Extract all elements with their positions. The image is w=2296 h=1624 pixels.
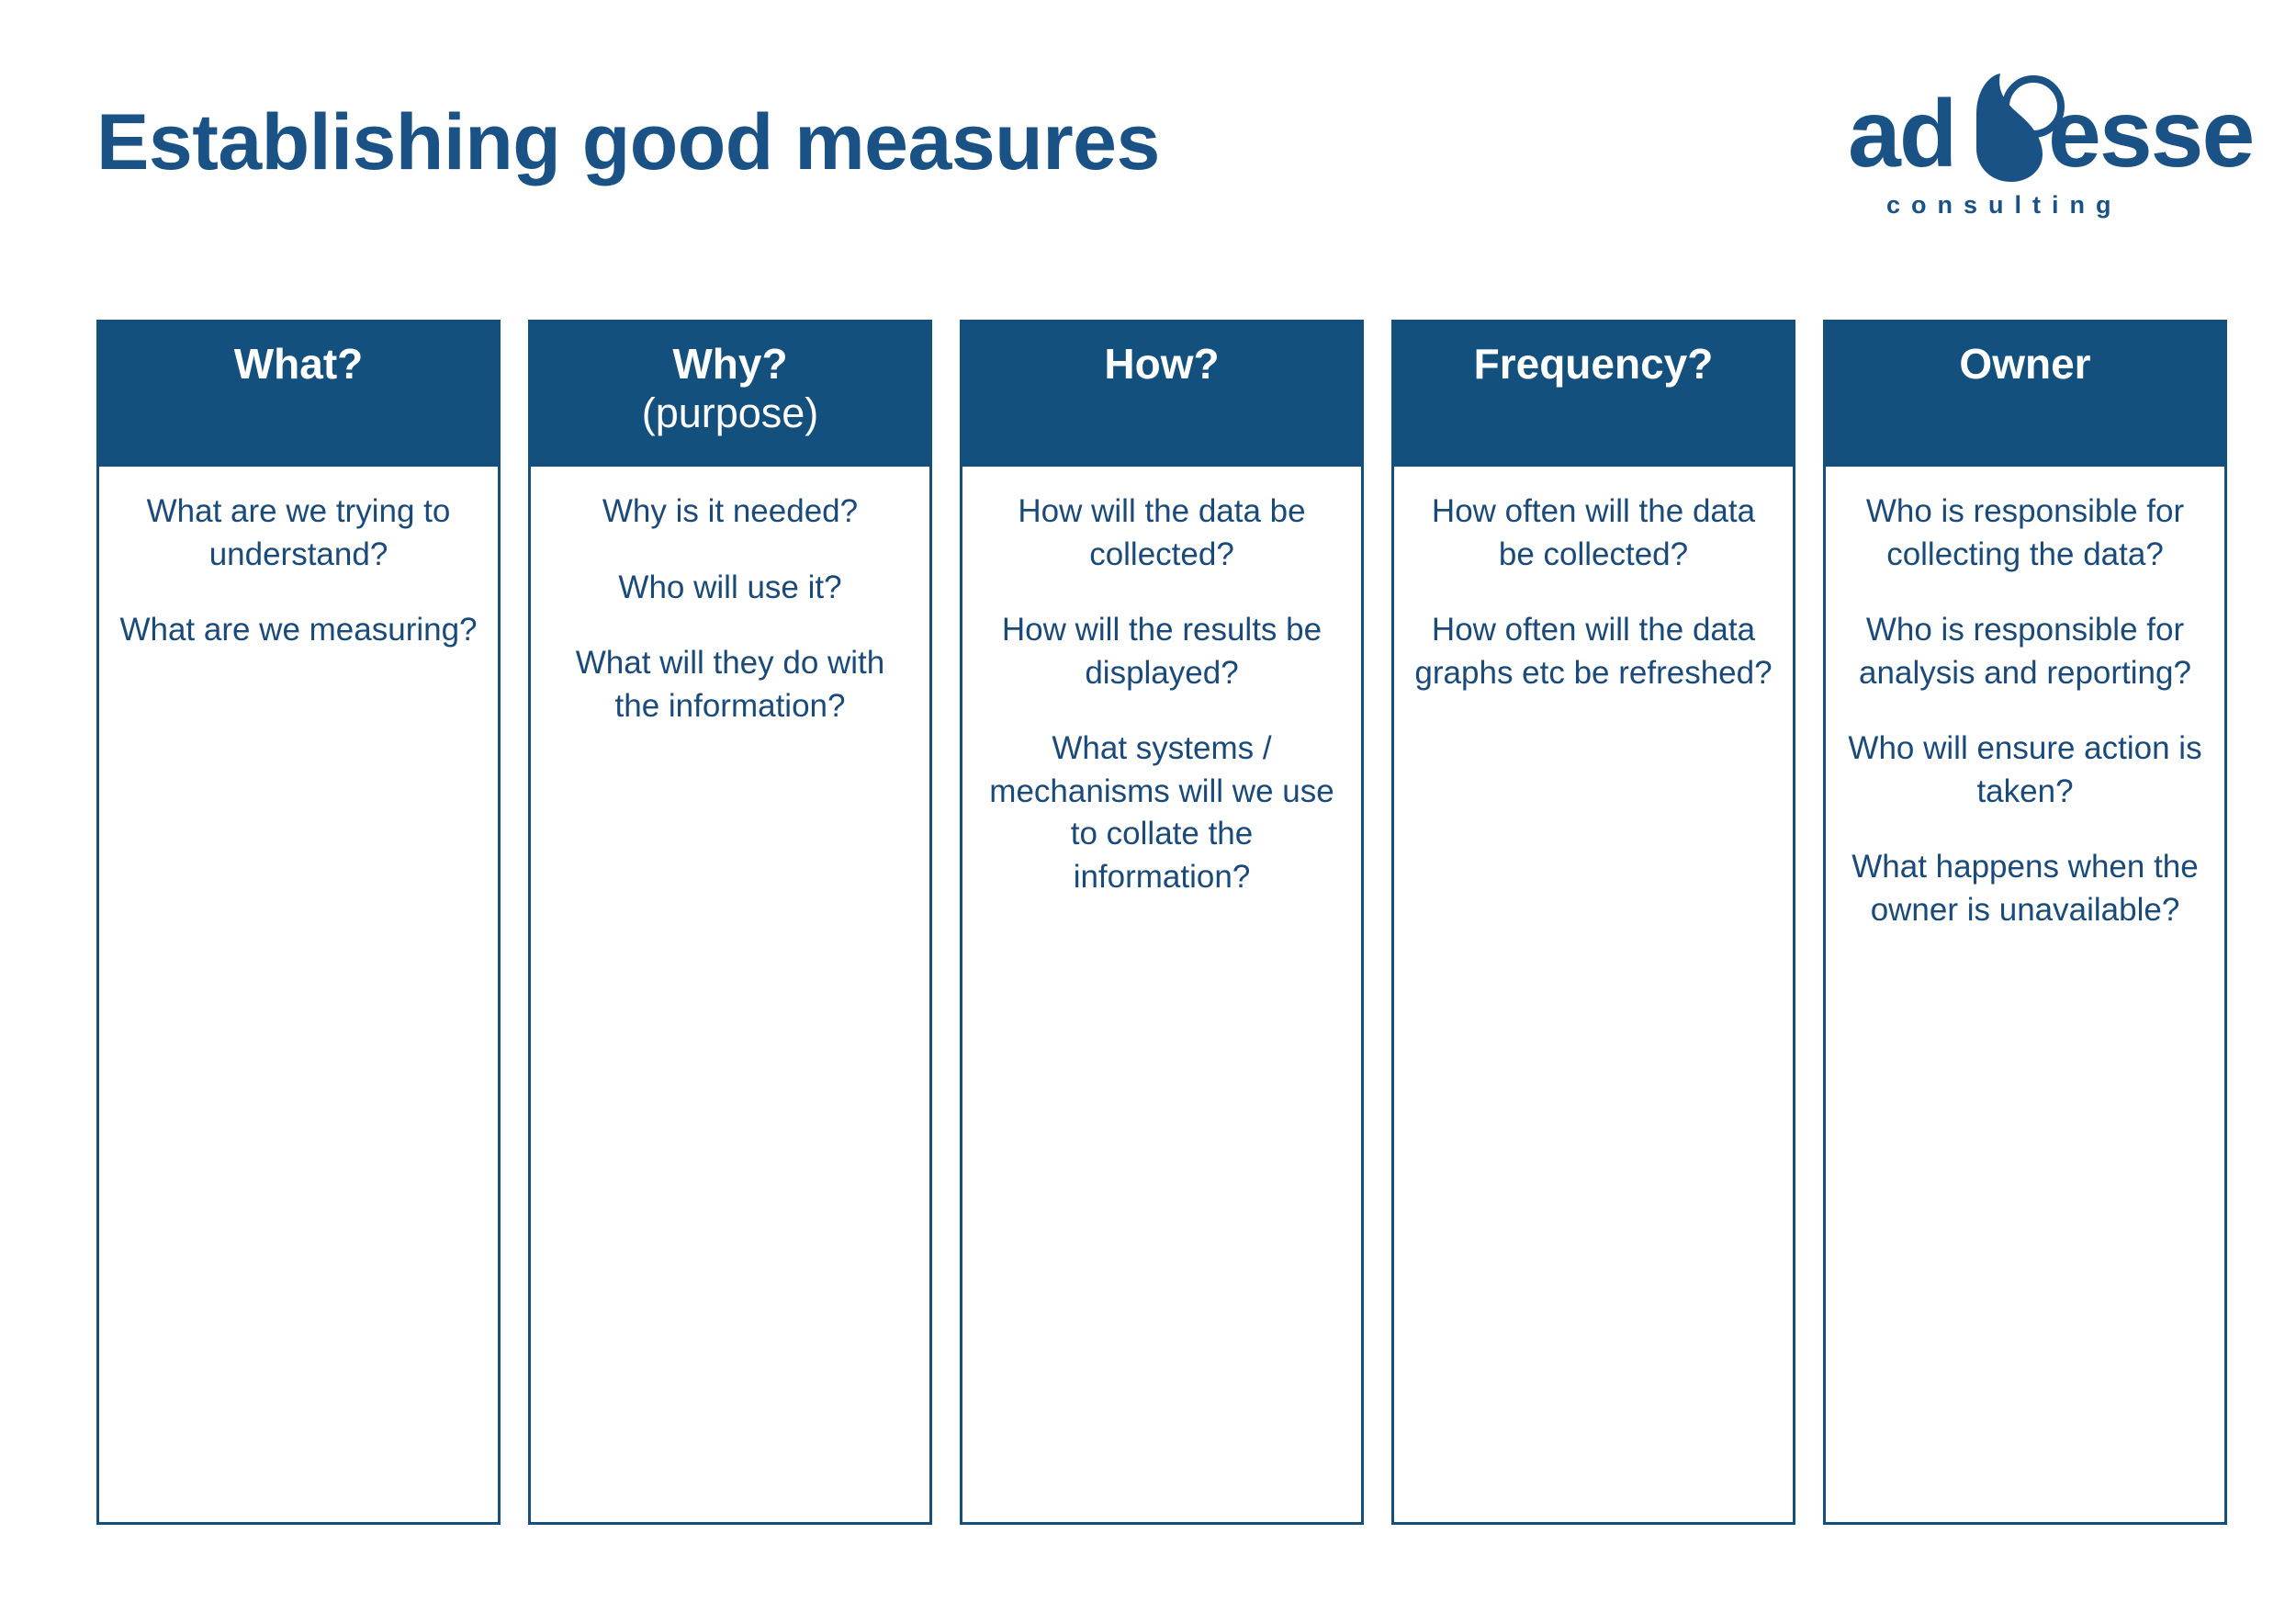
list-item: What happens when the owner is unavailab… xyxy=(1851,849,2199,928)
column-title: What? xyxy=(233,340,364,388)
logo-tagline: consulting xyxy=(1886,191,2122,219)
page-header: Establishing good measures ad esse consu… xyxy=(0,0,2296,276)
column-header-owner: Owner xyxy=(1823,320,2227,467)
column-title: How? xyxy=(1104,340,1220,388)
column-how: How? How will the data be collected? How… xyxy=(960,320,1364,1525)
column-title: Why? xyxy=(672,340,788,388)
logo-wordmark: ad esse xyxy=(1848,72,2255,187)
list-item: Who is responsible for analysis and repo… xyxy=(1859,612,2191,691)
list-item: What will they do with the information? xyxy=(575,645,885,724)
column-header-why: Why? (purpose) xyxy=(528,320,932,467)
list-item: Why is it needed? xyxy=(602,493,859,529)
list-item: How often will the data graphs etc be re… xyxy=(1414,612,1773,691)
list-item: What are we trying to understand? xyxy=(146,493,451,572)
column-body-owner[interactable]: Who is responsible for collecting the da… xyxy=(1823,467,2227,1525)
list-item: How often will the data be collected? xyxy=(1431,493,1756,572)
column-why: Why? (purpose) Why is it needed? Who wil… xyxy=(528,320,932,1525)
column-body-what[interactable]: What are we trying to understand? What a… xyxy=(96,467,501,1525)
list-item: What systems / mechanisms will we use to… xyxy=(989,730,1334,895)
page-title: Establishing good measures xyxy=(96,98,1160,186)
column-owner: Owner Who is responsible for collecting … xyxy=(1823,320,2227,1525)
brand-logo: ad esse consulting xyxy=(1848,72,2255,228)
column-header-frequency: Frequency? xyxy=(1391,320,1795,467)
column-body-frequency[interactable]: How often will the data be collected? Ho… xyxy=(1391,467,1795,1525)
list-item: Who will use it? xyxy=(618,569,842,605)
column-header-how: How? xyxy=(960,320,1364,467)
column-what: What? What are we trying to understand? … xyxy=(96,320,501,1525)
list-item: Who will ensure action is taken? xyxy=(1848,730,2202,809)
column-body-how[interactable]: How will the data be collected? How will… xyxy=(960,467,1364,1525)
column-frequency: Frequency? How often will the data be co… xyxy=(1391,320,1795,1525)
list-item: How will the data be collected? xyxy=(1018,493,1306,572)
column-body-why[interactable]: Why is it needed? Who will use it? What … xyxy=(528,467,932,1525)
logo-word-esse: esse xyxy=(2048,81,2255,187)
column-subtitle: (purpose) xyxy=(641,389,819,436)
column-title: Frequency? xyxy=(1473,340,1714,388)
list-item: What are we measuring? xyxy=(119,612,478,648)
water-drop-icon xyxy=(1969,72,2065,184)
measures-board: What? What are we trying to understand? … xyxy=(96,320,2227,1525)
column-title: Owner xyxy=(1959,340,2091,388)
list-item: How will the results be displayed? xyxy=(1001,612,1322,691)
logo-word-ad: ad xyxy=(1848,81,1957,187)
list-item: Who is responsible for collecting the da… xyxy=(1865,493,2185,572)
column-header-what: What? xyxy=(96,320,501,467)
